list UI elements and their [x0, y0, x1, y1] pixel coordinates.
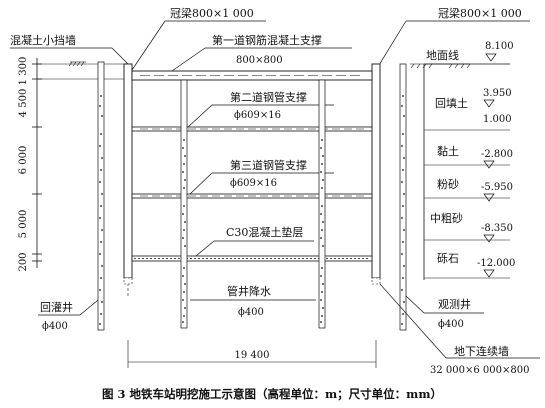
elevation-minus-8-350: -8.350 — [481, 223, 513, 234]
ground-line-label: 地面线 — [426, 48, 459, 62]
elevation-marker-8-100 — [485, 53, 497, 62]
strut-1-size: 800×800 — [236, 55, 283, 66]
diaphragm-wall-size: 32 000×6 000×800 — [430, 365, 529, 376]
diaphragm-wall-callout: 地下连续墙 32 000×6 000×800 — [379, 283, 540, 376]
diaphragm-wall-label: 地下连续墙 — [454, 344, 509, 358]
dewatering-wells: 管井降水 ϕ400 — [180, 79, 326, 329]
elevation-minus-5-950: -5.950 — [481, 182, 513, 193]
figure-caption: 图 3 地铁车站明挖施工示意图（高程单位：m；尺寸单位：mm） — [102, 387, 442, 401]
cap-beam-left-label: 冠梁800×1 000 — [170, 6, 254, 20]
recharge-well-size: ϕ400 — [42, 321, 68, 332]
recharge-well-label: 回灌井 — [40, 300, 73, 314]
dim-200: 200 — [18, 252, 29, 271]
retaining-wall-callout: 混凝土小挡墙 — [10, 33, 129, 65]
recharge-well: 回灌井 ϕ400 — [38, 61, 105, 332]
soil-layer-clay: 黏土 — [437, 144, 459, 158]
elevation-marker-minus-2-800 — [483, 160, 495, 169]
cushion-label: C30混凝土垫层 — [226, 225, 303, 239]
elevation-marker-minus-5-950 — [483, 193, 495, 202]
elevation-1-000: 1.000 — [483, 114, 512, 125]
strut-2-size: ϕ609×16 — [234, 110, 281, 121]
diaphragm-wall-left — [123, 63, 133, 296]
strut-1-label: 第一道钢筋混凝土支撑 — [212, 33, 322, 47]
elevation-marker-minus-8-350 — [483, 234, 495, 243]
observation-well: 观测井 ϕ400 — [399, 63, 484, 331]
cap-beam-left-callout: 冠梁800×1 000 — [131, 6, 266, 71]
dewatering-size: ϕ400 — [238, 307, 264, 318]
retaining-wall-label: 混凝土小挡墙 — [10, 33, 76, 47]
strut-2: 第二道钢管支撑 ϕ609×16 — [131, 90, 373, 132]
diaphragm-wall-right — [371, 63, 381, 285]
width-value: 19 400 — [235, 350, 270, 361]
elevation-8-100: 8.100 — [485, 41, 514, 52]
dim-6000: 6 000 — [18, 146, 29, 175]
cushion-layer: C30混凝土垫层 — [131, 225, 373, 262]
observation-well-label: 观测井 — [438, 297, 471, 311]
soil-layer-silt-sand: 粉砂 — [437, 178, 459, 191]
left-dimension-chain: 1 300 4 500 6 000 5 000 200 — [18, 57, 128, 272]
elevation-marker-3-950 — [483, 99, 495, 108]
elevation-3-950: 3.950 — [483, 88, 512, 99]
observation-well-size: ϕ400 — [438, 319, 464, 330]
dim-1300: 1 300 — [18, 57, 29, 86]
cap-beam-right-callout: 冠梁800×1 000 — [375, 6, 530, 71]
strut-3-label: 第三道钢管支撑 — [230, 158, 307, 172]
soil-column: 地面线 回填土 黏土 粉砂 中粗砂 砾石 8.100 3.950 1.000 -… — [423, 41, 515, 280]
cap-beam-right-label: 冠梁800×1 000 — [438, 6, 522, 20]
soil-layer-coarse-sand: 中粗砂 — [430, 212, 463, 225]
elevation-minus-2-800: -2.800 — [481, 149, 513, 160]
soil-layer-gravel: 砾石 — [437, 252, 459, 265]
width-dimension: 19 400 — [127, 340, 377, 368]
strut-1: 第一道钢筋混凝土支撑 800×800 — [131, 33, 373, 81]
strut-3: 第三道钢管支撑 ϕ609×16 — [131, 158, 373, 199]
strut-2-label: 第二道钢管支撑 — [230, 90, 307, 104]
elevation-minus-12-000: -12.000 — [477, 258, 515, 269]
elevation-marker-minus-12-000 — [483, 269, 495, 278]
dim-5000: 5 000 — [18, 210, 29, 239]
strut-3-size: ϕ609×16 — [230, 178, 277, 189]
dim-4500: 4 500 — [18, 89, 29, 118]
dewatering-label: 管井降水 — [227, 284, 271, 298]
soil-layer-fill: 回填土 — [435, 96, 468, 110]
